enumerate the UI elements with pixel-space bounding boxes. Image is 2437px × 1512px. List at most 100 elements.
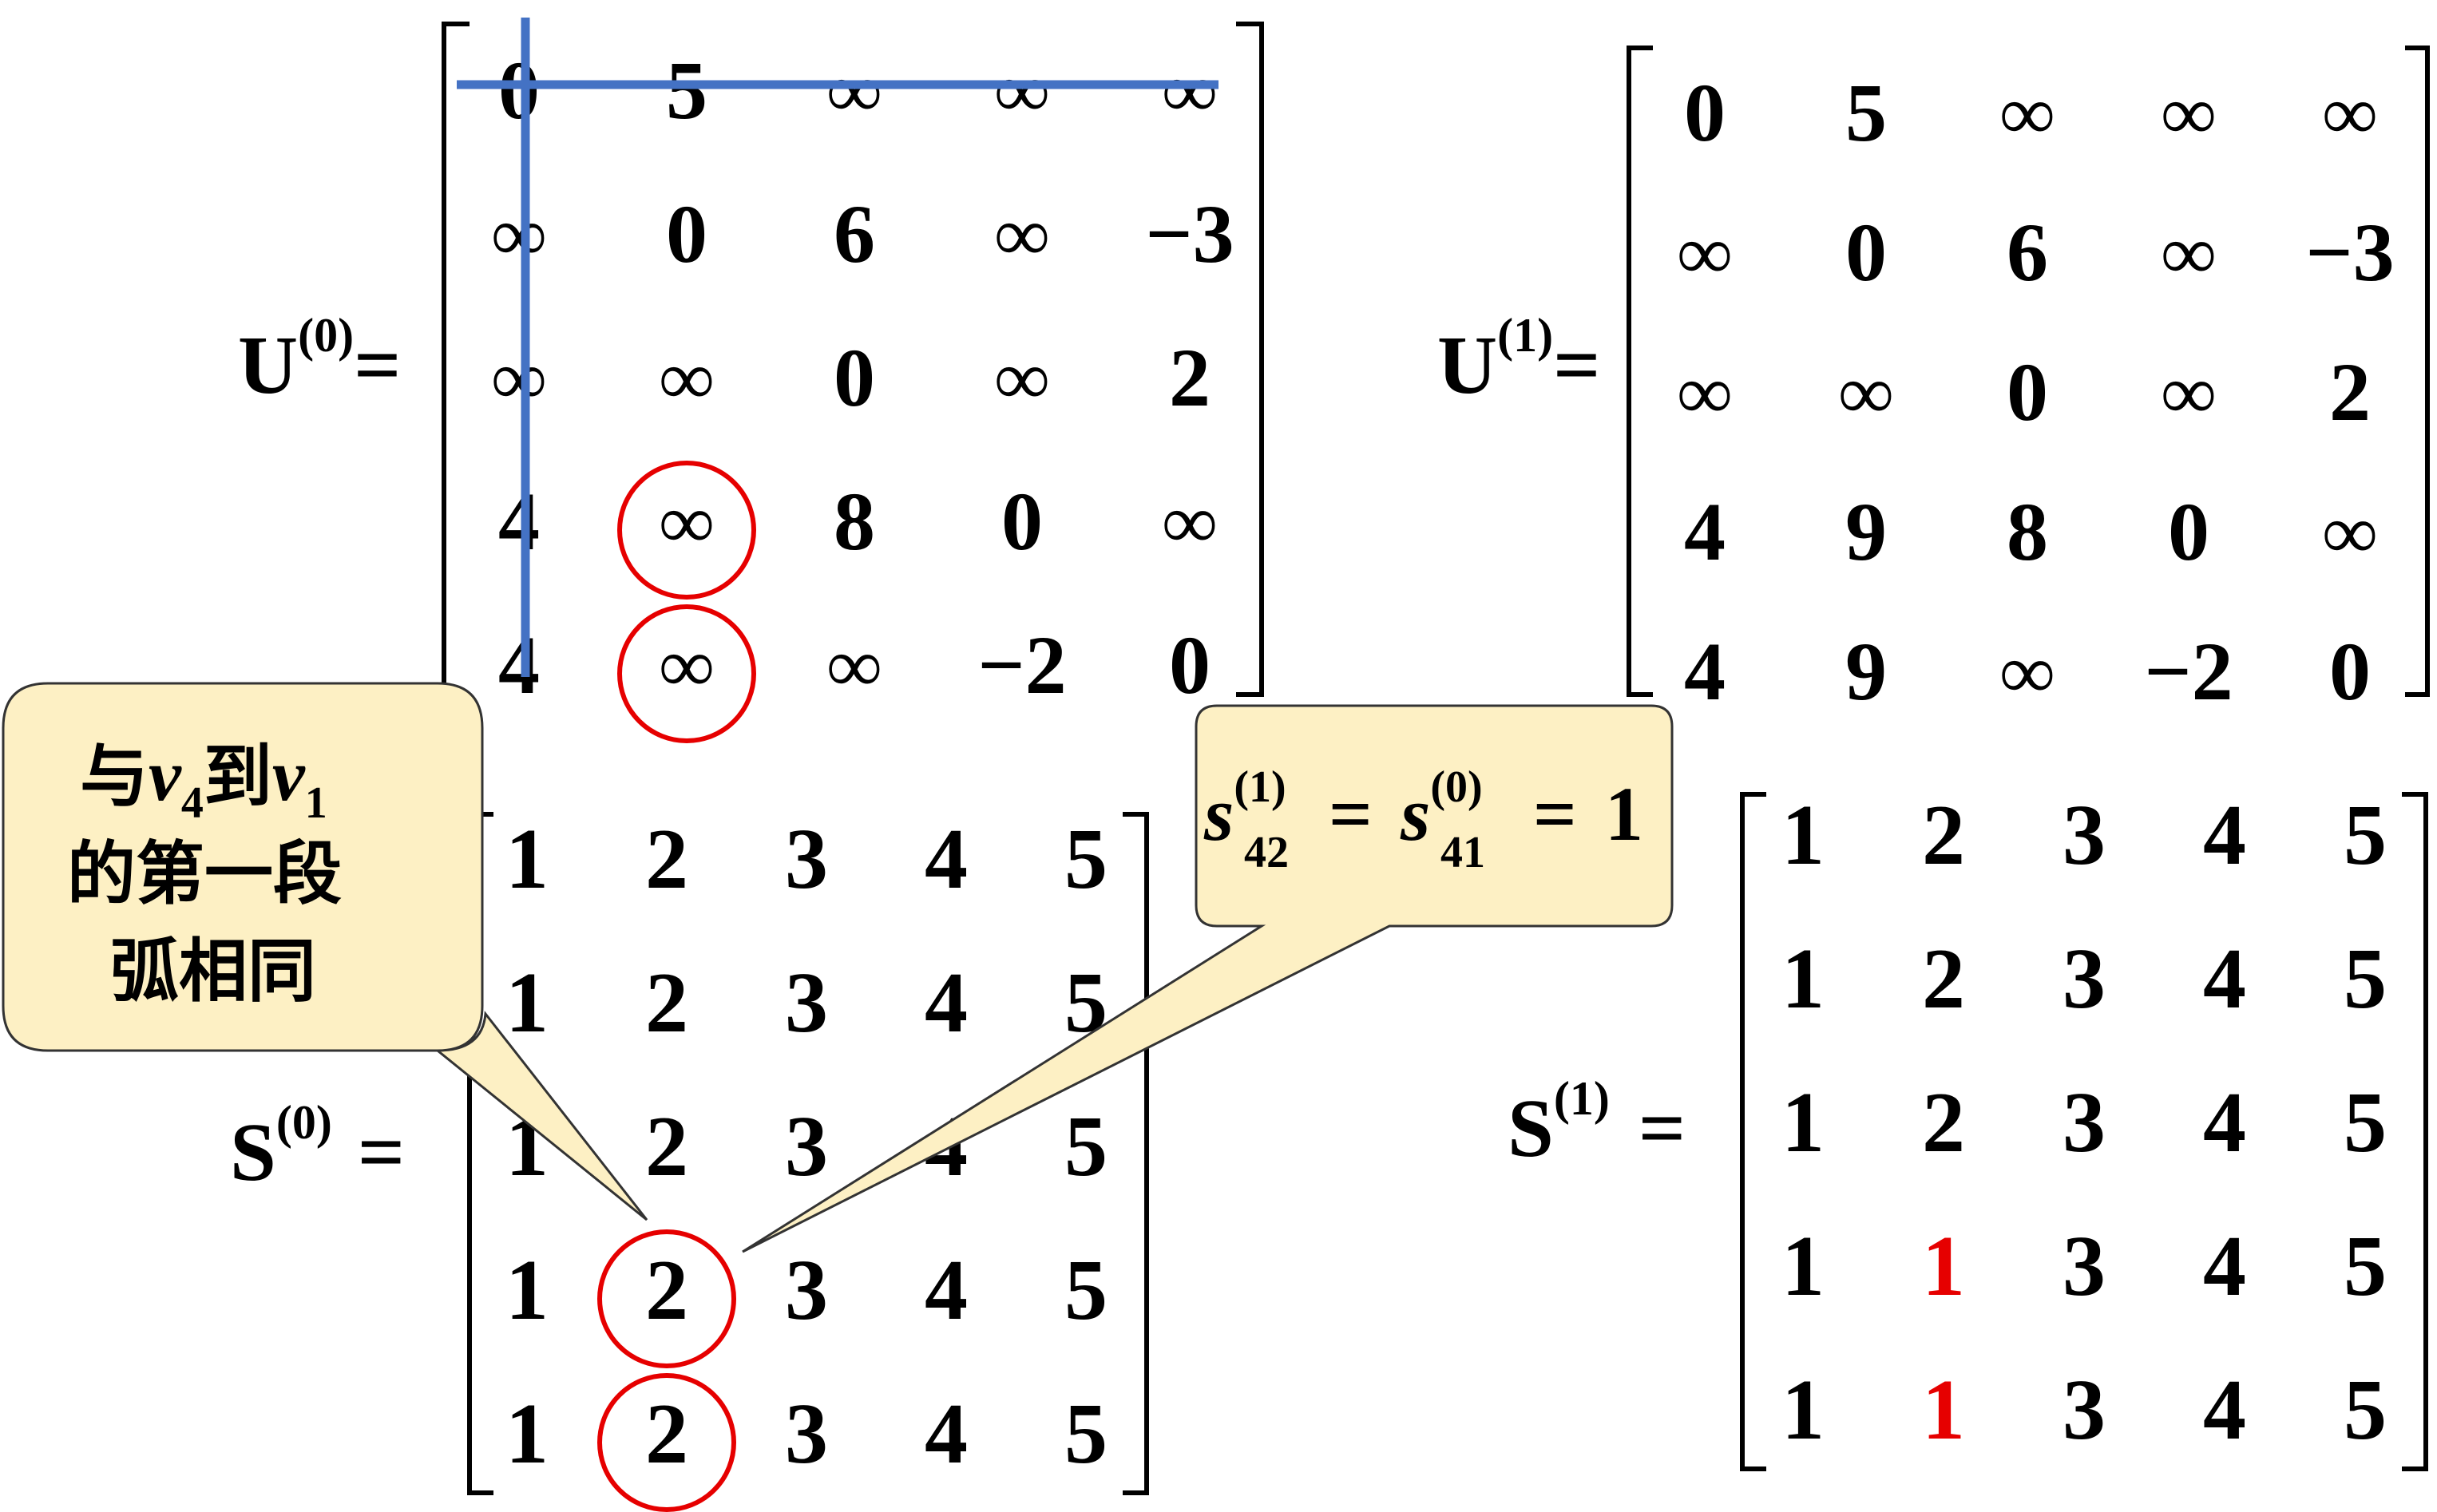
matrix-u1-cell-r2c4: ∞ (2162, 210, 2216, 295)
callout-formula: s(1)42=s(0)41=1 (742, 704, 1674, 1253)
matrix-s0-cell-r3c2: 2 (645, 1099, 688, 1194)
matrix-u1-cell-r3c5: 2 (2329, 346, 2371, 438)
formula-sub-a: 42 (1244, 828, 1289, 877)
matrix-s0-cell-r1c4: 4 (925, 812, 968, 907)
matrix-s1-cell-r1c2: 2 (1922, 788, 1965, 883)
matrix-u0-cell-r2c1: ∞ (492, 192, 546, 277)
matrix-s1-cell-r2c2: 2 (1922, 932, 1965, 1027)
matrix-u0-cell-r1c3: ∞ (827, 48, 882, 133)
matrix-u1-cell-r4c2: 9 (1845, 486, 1887, 578)
highlight-circle (597, 1229, 736, 1368)
matrix-s0-cell-r2c3: 3 (785, 956, 828, 1051)
callout-annotation: 与v4到v1 的第一段 弧相同 (2, 682, 648, 1221)
formula-eq-1: = (1329, 771, 1373, 857)
matrix-u1-cell-r3c2: ∞ (1839, 350, 1893, 435)
matrix-u1-equals: = (1553, 319, 1600, 411)
matrix-s1-equals: = (1639, 1083, 1686, 1174)
matrix-s1-cell-r3c3: 3 (2063, 1075, 2106, 1170)
annotation-line-2: 的第一段 (67, 834, 342, 914)
formula-sup-b: (0) (1430, 762, 1482, 812)
matrix-s1-left-bracket (1740, 792, 1766, 1471)
matrix-u1-symbol: U (1437, 319, 1497, 411)
matrix-u0-cell-r5c4: −2 (977, 619, 1066, 711)
matrix-s1-cell-r5c4: 4 (2203, 1363, 2246, 1458)
formula-s-b: s (1400, 771, 1430, 857)
matrix-u0-cell-r3c3: 0 (834, 332, 875, 424)
highlight-circle (597, 1373, 736, 1512)
matrix-s1-right-bracket (2402, 792, 2428, 1471)
matrix-s1-symbol: S (1508, 1083, 1554, 1174)
matrix-s0-cell-r2c2: 2 (645, 956, 688, 1051)
callout-annotation-box (2, 682, 648, 1221)
matrix-u0-cell-r4c2: ∞ (660, 479, 714, 564)
annotation-v-a: v (149, 734, 182, 816)
matrix-s0-cell-r1c5: 5 (1064, 812, 1108, 907)
matrix-u0-label: U(0)= (238, 309, 401, 411)
matrix-s0-superscript: (0) (276, 1096, 332, 1149)
matrix-u1-cell-r1c4: ∞ (2162, 70, 2216, 156)
matrix-u0-cell-r4c4: 0 (1001, 476, 1043, 568)
matrix-u0-cell-r5c1: 4 (498, 619, 540, 711)
matrix-u1-cell-r2c3: 6 (2007, 207, 2048, 299)
matrix-u1-cell-r4c3: 8 (2007, 486, 2048, 578)
matrix-s0-cell-r2c4: 4 (925, 956, 968, 1051)
matrix-s1-cell-r3c2: 2 (1922, 1075, 1965, 1170)
matrix-u1-cell-r5c2: 9 (1845, 626, 1887, 718)
matrix-s0-cell-r1c2: 2 (645, 812, 688, 907)
matrix-s1-cell-r4c4: 4 (2203, 1219, 2246, 1314)
matrix-s1-cell-r2c3: 3 (2063, 932, 2106, 1027)
matrix-s0-cell-r1c1: 1 (505, 812, 549, 907)
formula-s-a: s (1203, 771, 1234, 857)
matrix-s1-cell-r3c5: 5 (2344, 1075, 2387, 1170)
matrix-u0-equals: = (354, 319, 401, 411)
matrix-s0-cell-r3c3: 3 (785, 1099, 828, 1194)
formula-value: 1 (1605, 771, 1643, 857)
matrix-u1-left-bracket (1627, 46, 1653, 697)
matrix-u1-superscript: (1) (1497, 309, 1553, 362)
matrix-s0-cell-r5c3: 3 (785, 1387, 828, 1482)
highlight-circle (617, 604, 756, 743)
matrix-s0-right-bracket (1123, 812, 1149, 1495)
matrix-u0-cell-r3c1: ∞ (492, 335, 546, 421)
matrix-s1-cell-r4c1: 1 (1781, 1219, 1825, 1314)
matrix-u0-cell-r4c3: 8 (834, 476, 875, 568)
matrix-u1-cell-r4c1: 4 (1684, 486, 1726, 578)
matrix-s0-cell-r2c1: 1 (505, 956, 549, 1051)
matrix-u0-cell-r5c2: ∞ (660, 623, 714, 708)
matrix-u0-cell-r2c2: 0 (666, 188, 707, 280)
matrix-u0-cell-r5c5: 0 (1169, 619, 1211, 711)
matrix-s0-cell-r5c4: 4 (925, 1387, 968, 1482)
matrix-s1-cell-r2c5: 5 (2344, 932, 2387, 1027)
matrix-s1-cell-r1c5: 5 (2344, 788, 2387, 883)
matrix-u0-cell-r3c4: ∞ (995, 335, 1049, 421)
annotation-sub-a: 4 (181, 778, 204, 828)
matrix-u0-cell-r2c5: −3 (1145, 188, 1234, 280)
matrix-u0-left-bracket (442, 22, 470, 697)
matrix-u1-cell-r2c5: −3 (2305, 207, 2394, 299)
matrix-s1-cell-r3c4: 4 (2203, 1075, 2246, 1170)
matrix-u1-cell-r3c4: ∞ (2162, 350, 2216, 435)
formula-sub-b: 41 (1440, 828, 1485, 877)
callout-formula-text: s(1)42=s(0)41=1 (1203, 762, 1643, 877)
matrix-u1-cell-r3c1: ∞ (1678, 350, 1732, 435)
annotation-text-b: 到 (204, 737, 272, 817)
matrix-u0-cell-r2c4: ∞ (995, 192, 1049, 277)
matrix-s1-cell-r5c5: 5 (2344, 1363, 2387, 1458)
matrix-s0-cell-r5c5: 5 (1064, 1387, 1108, 1482)
matrix-s0-cell-r4c2: 2 (645, 1243, 688, 1338)
matrix-s1-cell-r4c5: 5 (2344, 1219, 2387, 1314)
matrix-u1-label: U(1)= (1437, 309, 1600, 411)
callout-formula-box (742, 704, 1674, 1253)
matrix-u0-cell-r1c4: ∞ (995, 48, 1049, 133)
matrix-u0-cell-r5c3: ∞ (827, 623, 882, 708)
annotation-line-1: 与v4到v1 (80, 734, 327, 828)
matrix-u0-cell-r3c2: ∞ (660, 335, 714, 421)
matrix-s1-label: S(1)= (1508, 1072, 1686, 1174)
formula-sup-a: (1) (1234, 762, 1286, 812)
matrix-s1-cell-r1c3: 3 (2063, 788, 2106, 883)
matrix-s1-cell-r1c1: 1 (1781, 788, 1825, 883)
